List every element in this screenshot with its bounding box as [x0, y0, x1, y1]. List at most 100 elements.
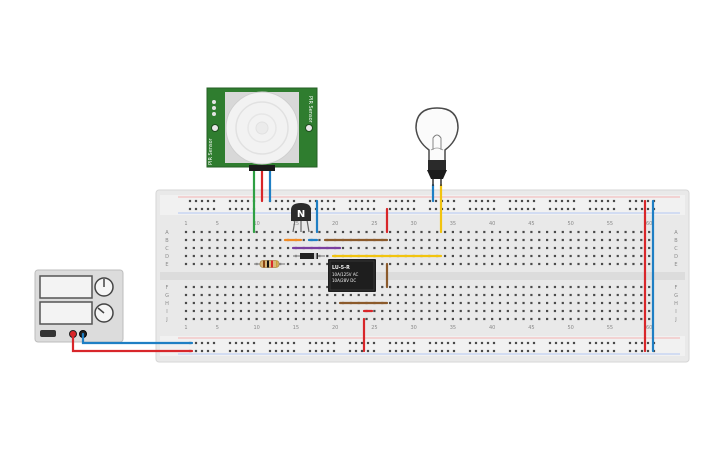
breadboard-hole[interactable] — [585, 238, 588, 242]
breadboard-hole[interactable] — [428, 262, 431, 266]
breadboard-hole[interactable] — [646, 207, 650, 211]
breadboard-hole[interactable] — [404, 262, 407, 266]
breadboard-hole[interactable] — [624, 230, 627, 234]
breadboard-hole[interactable] — [412, 238, 415, 242]
breadboard-hole[interactable] — [530, 254, 533, 258]
breadboard-hole[interactable] — [468, 341, 472, 345]
breadboard-hole[interactable] — [268, 349, 272, 353]
breadboard-hole[interactable] — [606, 341, 610, 345]
breadboard-hole[interactable] — [246, 349, 250, 353]
breadboard-hole[interactable] — [600, 207, 604, 211]
breadboard-hole[interactable] — [302, 293, 305, 297]
breadboard-hole[interactable] — [546, 301, 549, 305]
breadboard-hole[interactable] — [561, 254, 564, 258]
breadboard-hole[interactable] — [634, 199, 638, 203]
breadboard-hole[interactable] — [234, 199, 238, 203]
diode[interactable] — [293, 253, 325, 259]
breadboard-hole[interactable] — [200, 309, 203, 313]
breadboard-hole[interactable] — [640, 293, 643, 297]
breadboard-hole[interactable] — [348, 199, 352, 203]
breadboard-hole[interactable] — [286, 207, 290, 211]
breadboard-hole[interactable] — [308, 341, 312, 345]
breadboard-hole[interactable] — [428, 341, 432, 345]
breadboard-hole[interactable] — [585, 246, 588, 250]
breadboard-hole[interactable] — [514, 309, 517, 313]
breadboard-hole[interactable] — [326, 230, 329, 234]
breadboard-hole[interactable] — [530, 293, 533, 297]
breadboard-hole[interactable] — [640, 317, 643, 321]
breadboard-hole[interactable] — [475, 285, 478, 289]
breadboard-hole[interactable] — [443, 262, 447, 266]
transistor[interactable]: N — [291, 203, 311, 233]
breadboard-hole[interactable] — [492, 349, 496, 353]
breadboard-hole[interactable] — [632, 246, 635, 250]
breadboard-hole[interactable] — [443, 285, 447, 289]
breadboard-hole[interactable] — [506, 230, 509, 234]
breadboard-hole[interactable] — [459, 309, 462, 313]
breadboard-hole[interactable] — [420, 230, 423, 234]
breadboard-hole[interactable] — [348, 341, 352, 345]
breadboard-hole[interactable] — [326, 262, 329, 266]
breadboard-hole[interactable] — [560, 199, 564, 203]
breadboard-hole[interactable] — [585, 309, 588, 313]
breadboard-hole[interactable] — [326, 207, 330, 211]
breadboard-hole[interactable] — [246, 199, 250, 203]
breadboard-hole[interactable] — [280, 349, 284, 353]
breadboard-hole[interactable] — [483, 293, 486, 297]
breadboard-hole[interactable] — [208, 230, 211, 234]
breadboard-hole[interactable] — [286, 341, 290, 345]
breadboard-hole[interactable] — [514, 238, 517, 242]
breadboard-hole[interactable] — [648, 317, 651, 321]
breadboard-hole[interactable] — [406, 207, 410, 211]
breadboard-hole[interactable] — [560, 349, 564, 353]
breadboard-hole[interactable] — [538, 230, 541, 234]
breadboard-hole[interactable] — [318, 262, 321, 266]
breadboard-hole[interactable] — [546, 254, 549, 258]
breadboard-hole[interactable] — [404, 238, 407, 242]
breadboard-hole[interactable] — [232, 246, 235, 250]
breadboard-hole[interactable] — [381, 317, 384, 321]
breadboard-hole[interactable] — [546, 246, 549, 250]
breadboard-hole[interactable] — [508, 207, 512, 211]
breadboard-hole[interactable] — [648, 301, 651, 305]
breadboard-hole[interactable] — [520, 207, 524, 211]
breadboard-hole[interactable] — [632, 262, 635, 266]
breadboard-hole[interactable] — [538, 317, 541, 321]
breadboard-hole[interactable] — [640, 349, 644, 353]
breadboard-hole[interactable] — [389, 230, 392, 234]
breadboard-hole[interactable] — [240, 207, 244, 211]
breadboard-hole[interactable] — [341, 309, 345, 313]
breadboard-hole[interactable] — [459, 301, 462, 305]
breadboard-hole[interactable] — [612, 341, 616, 345]
breadboard-hole[interactable] — [632, 230, 635, 234]
breadboard-hole[interactable] — [634, 341, 638, 345]
breadboard-hole[interactable] — [459, 285, 462, 289]
breadboard-hole[interactable] — [389, 301, 392, 305]
breadboard-hole[interactable] — [640, 254, 643, 258]
breadboard-hole[interactable] — [318, 301, 321, 305]
breadboard-hole[interactable] — [561, 301, 564, 305]
breadboard-hole[interactable] — [318, 309, 321, 313]
breadboard-hole[interactable] — [569, 254, 572, 258]
breadboard-hole[interactable] — [404, 293, 407, 297]
breadboard-hole[interactable] — [263, 246, 266, 250]
breadboard-hole[interactable] — [247, 254, 250, 258]
breadboard-hole[interactable] — [412, 246, 415, 250]
breadboard-hole[interactable] — [208, 238, 211, 242]
breadboard-hole[interactable] — [443, 238, 447, 242]
breadboard-hole[interactable] — [271, 285, 274, 289]
breadboard-hole[interactable] — [648, 238, 651, 242]
breadboard-hole[interactable] — [389, 317, 392, 321]
breadboard-hole[interactable] — [446, 207, 450, 211]
breadboard-hole[interactable] — [648, 262, 651, 266]
breadboard-hole[interactable] — [569, 230, 572, 234]
breadboard-hole[interactable] — [208, 254, 211, 258]
breadboard-hole[interactable] — [239, 262, 243, 266]
breadboard-hole[interactable] — [648, 230, 651, 234]
breadboard-hole[interactable] — [480, 341, 484, 345]
breadboard-hole[interactable] — [616, 285, 619, 289]
breadboard-hole[interactable] — [459, 293, 462, 297]
breadboard-hole[interactable] — [216, 301, 219, 305]
breadboard-hole[interactable] — [522, 309, 525, 313]
breadboard-hole[interactable] — [440, 341, 444, 345]
